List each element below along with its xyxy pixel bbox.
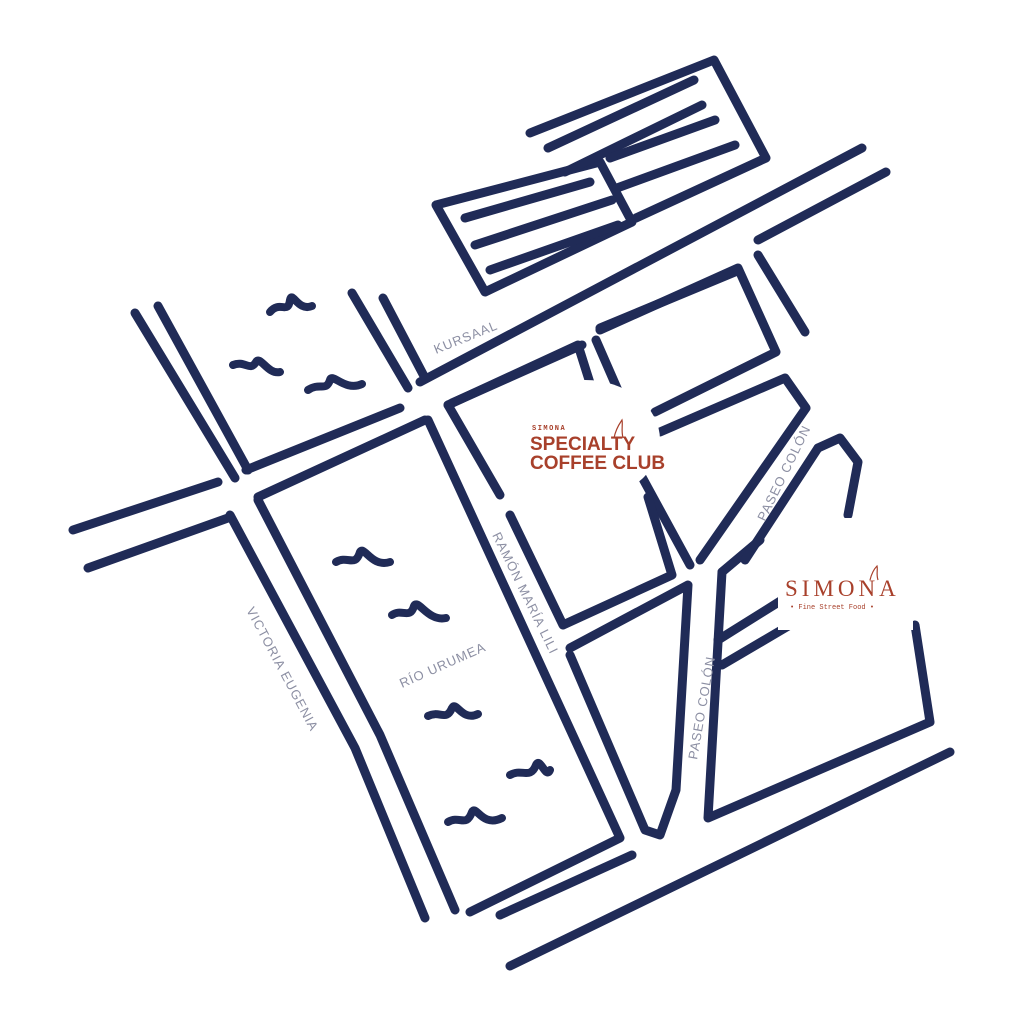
- coffee-club-line1: SPECIALTY: [530, 434, 636, 455]
- upper-streets: [347, 288, 430, 393]
- wave-mark: [332, 546, 394, 567]
- label-rio-urumea: RÍO URUMEA: [397, 639, 488, 691]
- simona-name: SIMONA: [785, 576, 900, 601]
- bottom-avenue: [495, 747, 955, 971]
- city-blocks: [443, 250, 935, 840]
- label-kursaal: KURSAAL: [432, 318, 500, 357]
- wave-mark: [229, 356, 284, 377]
- location-simona[interactable]: SIMONA • Fine Street Food •: [778, 518, 913, 630]
- building-outline-right: [525, 55, 771, 223]
- wave-mark: [424, 702, 482, 720]
- cat-logo-icon: [869, 564, 879, 581]
- wave-mark: [266, 293, 316, 316]
- wave-mark: [444, 806, 506, 826]
- wave-mark: [506, 759, 554, 779]
- location-coffee-club[interactable]: SIMONA SPECIALTY COFFEE CLUB: [510, 380, 665, 500]
- victoria-eugenia-street: [130, 301, 460, 923]
- coffee-club-brand: SIMONA: [532, 425, 566, 433]
- cat-logo-icon: [613, 418, 624, 439]
- coffee-club-line2: COFFEE CLUB: [530, 453, 665, 474]
- wave-mark: [304, 374, 366, 394]
- kursaal-buildings: [431, 55, 771, 297]
- ramon-maria-lili-street: [423, 400, 625, 917]
- location-badge-bg: [510, 380, 660, 500]
- wave-mark: [388, 600, 450, 623]
- river-waves: [229, 293, 554, 826]
- building-outline-left: [431, 157, 637, 297]
- simona-tagline: • Fine Street Food •: [790, 604, 874, 612]
- location-badge-bg: [778, 518, 913, 630]
